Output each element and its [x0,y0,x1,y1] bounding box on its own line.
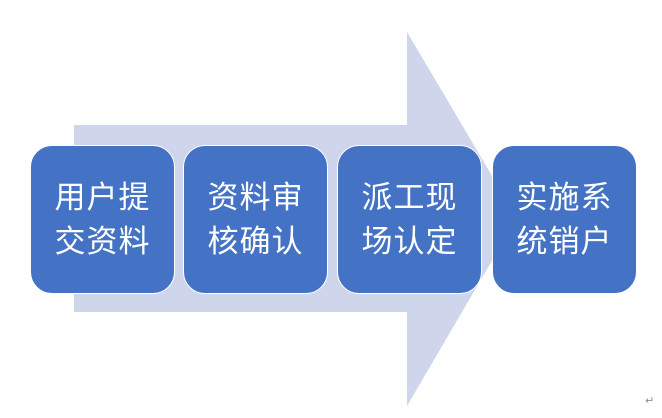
step-1-line-1: 用户提 [54,179,151,216]
step-2-line-1: 资料审 [207,179,304,216]
step-2-line-2: 核确认 [207,223,304,260]
step-4-account-cancellation: 实施系 统销户 [492,145,637,294]
step-3-line-1: 派工现 [361,179,458,216]
step-4-line-1: 实施系 [516,179,613,216]
step-2-review-materials: 资料审 核确认 [183,145,328,294]
paragraph-mark-icon: ↵ [645,394,655,407]
step-3-line-2: 场认定 [361,223,458,260]
step-1-submit-materials: 用户提 交资料 [30,145,175,294]
step-4-line-2: 统销户 [516,223,613,260]
step-1-line-2: 交资料 [54,223,151,260]
step-3-onsite-verification: 派工现 场认定 [337,145,482,294]
